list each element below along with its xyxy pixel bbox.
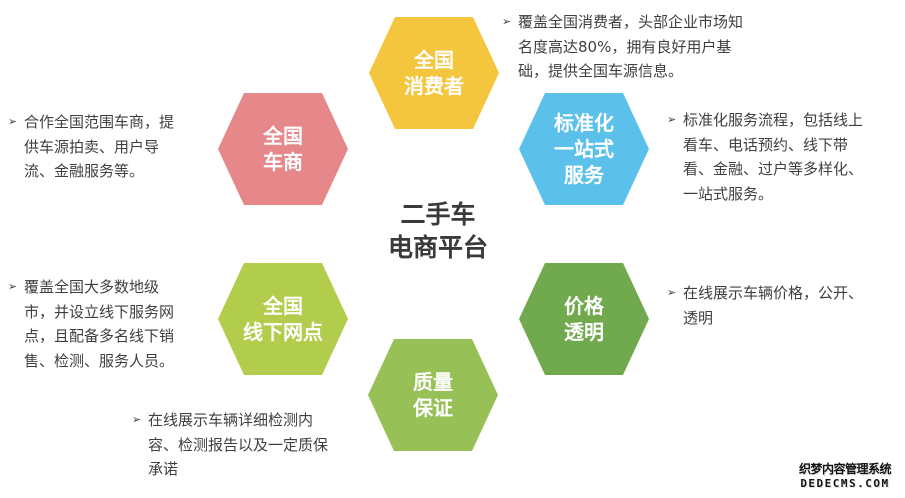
- hexagon-dealers-label: 全国 车商: [263, 124, 303, 174]
- caption-line: 标准化服务流程，包括线上: [683, 111, 864, 129]
- caption-standardized: ➢ 标准化服务流程，包括线上 看车、电话预约、线下带 看、金融、过户等多样化、 …: [667, 108, 864, 206]
- caption-line: 市，并设立线下服务网: [24, 302, 175, 321]
- caption-line: 容、检测报告以及一定质保: [148, 435, 329, 454]
- bullet-arrow-icon: ➢: [667, 286, 677, 299]
- caption-line: 承诺: [148, 460, 179, 478]
- caption-line: 流、金融服务等。: [24, 162, 145, 180]
- caption-dealers: ➢ 合作全国范围车商，提 供车源拍卖、用户导 流、金融服务等。: [8, 110, 175, 184]
- caption-line: 覆盖全国大多数地级: [24, 278, 160, 296]
- hexagon-consumers: 全国 消费者: [369, 17, 499, 129]
- caption-line: 供车源拍卖、用户导: [24, 137, 160, 156]
- hexagon-quality-label: 质量 保证: [413, 370, 453, 420]
- caption-line: 看车、电话预约、线下带: [683, 135, 849, 154]
- hexagon-consumers-label: 全国 消费者: [404, 48, 464, 98]
- hexagon-price-label: 价格 透明: [564, 294, 604, 344]
- caption-consumers: ➢ 覆盖全国消费者，头部企业市场知 名度高达80%，拥有良好用户基 础，提供全国…: [502, 10, 744, 84]
- caption-line: 覆盖全国消费者，头部企业市场知: [518, 13, 744, 31]
- bullet-arrow-icon: ➢: [502, 15, 512, 28]
- center-title: 二手车 电商平台: [387, 200, 488, 262]
- caption-line: 在线展示车辆详细检测内: [148, 411, 314, 429]
- hexagon-price: 价格 透明: [519, 263, 649, 375]
- hexagon-offline: 全国 线下网点: [218, 263, 348, 375]
- caption-line: 透明: [683, 308, 714, 327]
- hexagon-standardized-label: 标准化 一站式 服务: [554, 111, 614, 187]
- caption-line: 合作全国范围车商，提: [24, 113, 175, 131]
- caption-offline: ➢ 覆盖全国大多数地级 市，并设立线下服务网 点，且配备多名线下销 售、检测、服…: [8, 275, 175, 373]
- caption-line: 售、检测、服务人员。: [24, 351, 175, 370]
- caption-quality: ➢ 在线展示车辆详细检测内 容、检测报告以及一定质保 承诺: [132, 408, 329, 482]
- bullet-arrow-icon: ➢: [8, 115, 18, 128]
- hexagon-quality: 质量 保证: [368, 339, 498, 451]
- caption-line: 在线展示车辆价格，公开、: [683, 284, 864, 302]
- bullet-arrow-icon: ➢: [8, 280, 18, 293]
- caption-line: 看、金融、过户等多样化、: [683, 160, 864, 178]
- bullet-arrow-icon: ➢: [667, 113, 677, 126]
- caption-line: 名度高达80%，拥有良好用户基: [518, 37, 732, 56]
- watermark: 织梦内容管理系统 DEDECMS.COM: [795, 462, 895, 490]
- hexagon-offline-label: 全国 线下网点: [243, 294, 323, 344]
- hexagon-standardized: 标准化 一站式 服务: [519, 93, 649, 205]
- bullet-arrow-icon: ➢: [132, 413, 142, 426]
- caption-price: ➢ 在线展示车辆价格，公开、 透明: [667, 281, 864, 330]
- hexagon-dealers: 全国 车商: [218, 93, 348, 205]
- caption-line: 础，提供全国车源信息。: [518, 62, 684, 80]
- watermark-en: DEDECMS.COM: [800, 477, 890, 490]
- watermark-cn: 织梦内容管理系统: [798, 462, 892, 476]
- caption-line: 点，且配备多名线下销: [24, 327, 175, 345]
- caption-line: 一站式服务。: [683, 184, 774, 203]
